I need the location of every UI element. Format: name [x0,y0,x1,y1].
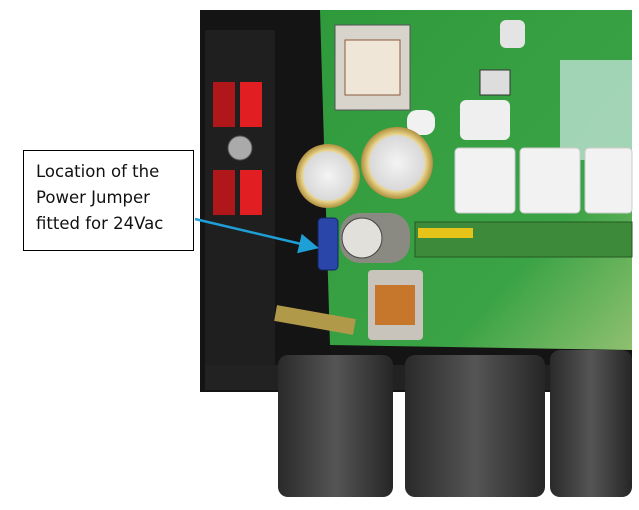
red-terminal-1 [213,82,235,127]
electrolytic-capacitor-1 [296,144,360,208]
callout-line-1: Location of the [36,162,160,181]
cable-gland-2 [405,355,545,497]
inductor-coil [375,285,415,325]
terminal-block [414,221,633,258]
callout-arrow [194,217,319,254]
callout-line-3: fitted for 24Vac [36,214,164,233]
standoff [274,305,356,335]
callout-label: Location of the Power Jumper fitted for … [23,150,194,251]
transformer-coil [344,39,401,96]
pcb-highlight [560,60,632,160]
callout-line-2: Power Jumper [36,188,150,207]
relay-2 [519,147,581,214]
fuse-cap [341,217,383,259]
screw [227,135,253,161]
relay-1 [454,147,516,214]
electrolytic-capacitor-2 [361,127,433,199]
red-terminal-4 [240,170,262,215]
small-capacitor [500,20,525,48]
small-white-cap [407,110,435,135]
terminal-yellow [418,228,473,238]
white-component [460,100,510,140]
red-terminal-3 [213,170,235,215]
red-terminal-2 [240,82,262,127]
relay-3 [584,147,633,214]
cable-gland-1 [278,355,393,497]
header-connector [479,69,511,96]
cable-gland-3 [550,350,632,497]
power-jumper [317,217,339,271]
